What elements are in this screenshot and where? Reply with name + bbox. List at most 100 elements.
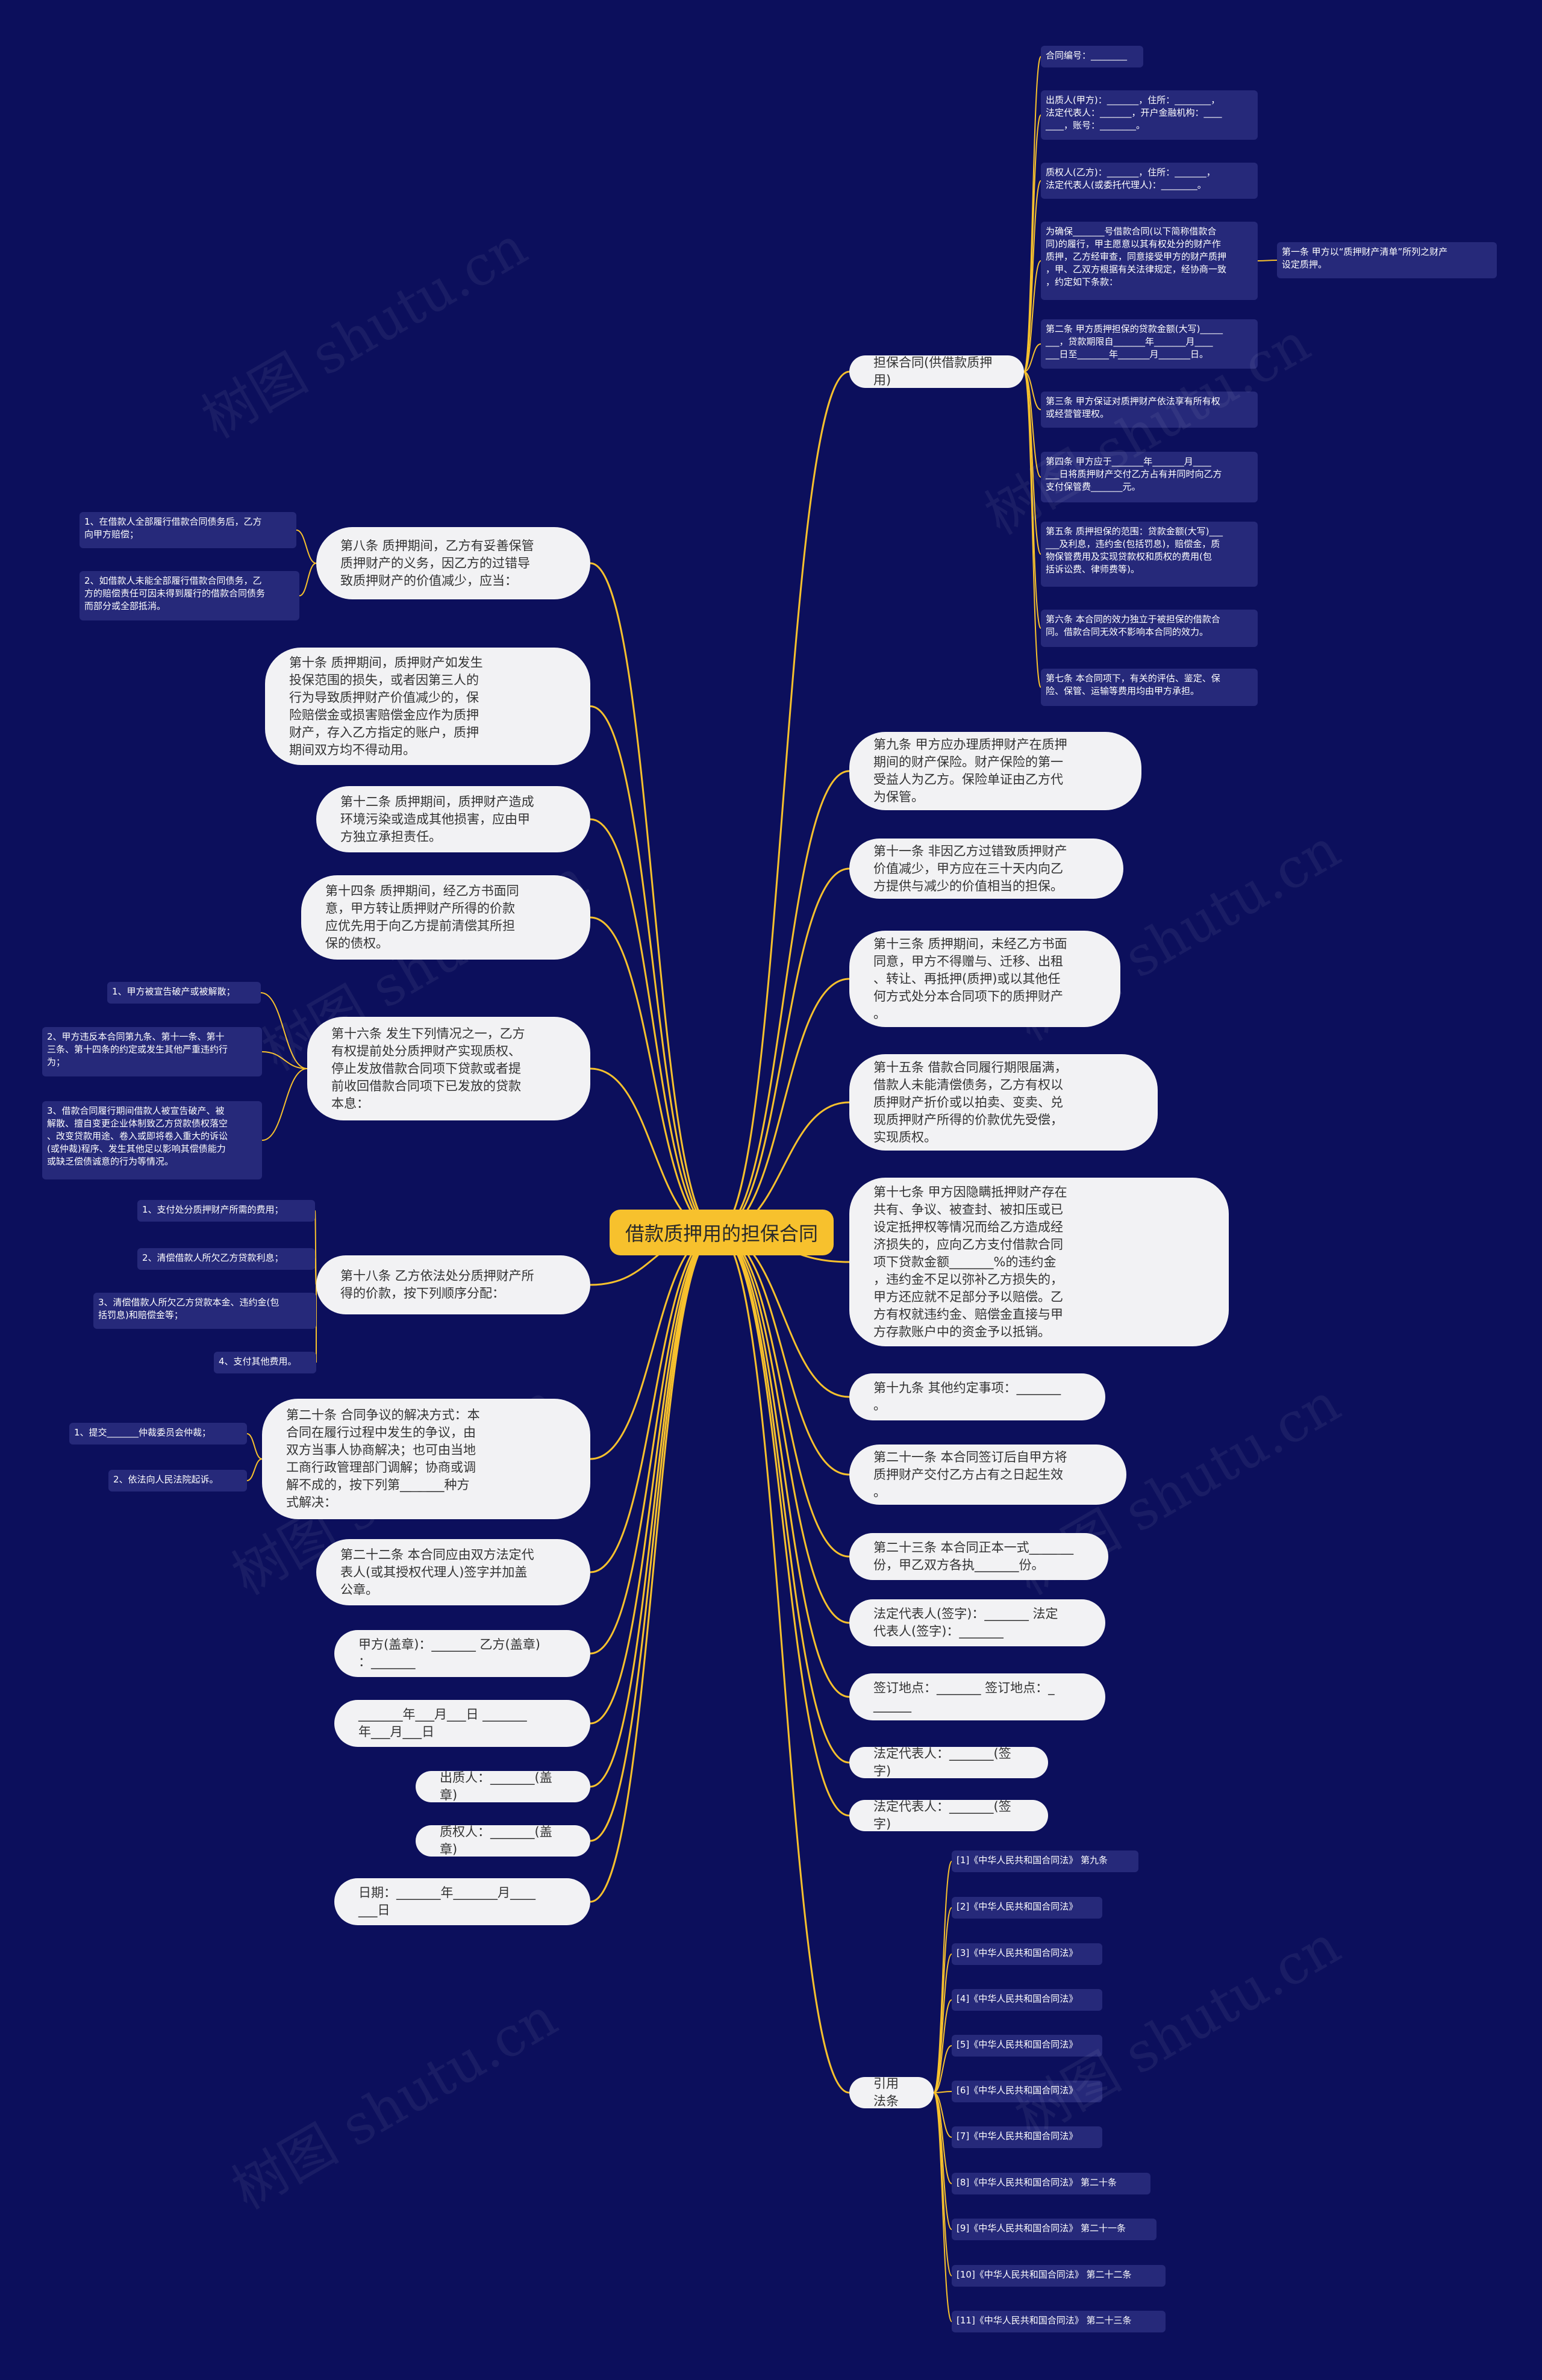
leaf-first-clause[interactable]: 第一条 甲方以“质押财产清单”所列之财产 设定质押。 <box>1277 242 1497 278</box>
topic-r9[interactable]: 法定代表人(签字)：_______ 法定 代表人(签字)：_______ <box>849 1599 1105 1646</box>
leaf-l5-1[interactable]: 2、清偿借款人所欠乙方贷款利息； <box>137 1248 315 1270</box>
connector-line <box>716 978 850 1234</box>
leaf-l5-2[interactable]: 3、清偿借款人所欠乙方贷款本金、违约金(包 括罚息)和赔偿金等； <box>93 1293 316 1329</box>
topic-r5[interactable]: 第十七条 甲方因隐瞒抵押财产存在 共有、争议、被查封、被扣压或已 设定抵押权等情… <box>849 1178 1229 1346</box>
leaf-connector-line <box>933 1999 952 2093</box>
topic-r6-label: 第十九条 其他约定事项：_______ 。 <box>873 1381 1061 1413</box>
topic-r9-label: 法定代表人(签字)：_______ 法定 代表人(签字)：_______ <box>873 1607 1058 1638</box>
topic-l4[interactable]: 第十六条 发生下列情况之一，乙方 有权提前处分质押财产实现质权、 停止发放借款合… <box>307 1017 590 1120</box>
leaf-connector-line <box>1023 371 1041 688</box>
leaf-connector-line <box>1023 56 1041 372</box>
topic-r0[interactable]: 担保合同(供借款质押用) <box>849 355 1024 388</box>
topic-r12[interactable]: 法定代表人：_______(签字) <box>849 1800 1048 1831</box>
leaf-r0-1[interactable]: 出质人(甲方)：_______，住所：________， 法定代表人：_____… <box>1041 90 1258 140</box>
leaf-connector-line <box>933 2092 952 2230</box>
leaf-r0-7[interactable]: 第五条 质押担保的范围：贷款金额(大写)___ ___及利息，违约金(包括罚息)… <box>1041 522 1258 587</box>
topic-r7[interactable]: 第二十一条 本合同签订后自甲方将 质押财产交付乙方占有之日起生效 。 <box>849 1445 1126 1505</box>
leaf-r13-4[interactable]: [5]《中华人民共和国合同法》 <box>952 2035 1102 2057</box>
topic-l4-label: 第十六条 发生下列情况之一，乙方 有权提前处分质押财产实现质权、 停止发放借款合… <box>331 1026 525 1111</box>
leaf-connector-line <box>1023 371 1041 555</box>
leaf-l6-0[interactable]: 1、提交_______仲裁委员会仲裁； <box>69 1423 247 1445</box>
topic-l3[interactable]: 第十四条 质押期间，经乙方书面同 意，甲方转让质押财产所得的价款 应优先用于向乙… <box>301 875 590 960</box>
leaf-connector-line <box>1023 343 1041 372</box>
leaf-r13-7[interactable]: [8]《中华人民共和国合同法》 第二十条 <box>952 2173 1150 2194</box>
leaf-l0-1[interactable]: 2、如借款人未能全部履行借款合同债务，乙 方的赔偿责任可因未得到履行的借款合同债… <box>80 571 299 620</box>
topic-l0-label: 第八条 质押期间，乙方有妥善保管 质押财产的义务，因乙方的过错导 致质押财产的价… <box>340 538 534 588</box>
leaf-r0-2[interactable]: 质权人(乙方)：_______，住所：_______， 法定代表人(或委托代理人… <box>1041 163 1258 199</box>
leaf-r13-0[interactable]: [1]《中华人民共和国合同法》 第九条 <box>952 1851 1138 1872</box>
topic-l2[interactable]: 第十二条 质押期间，质押财产造成 环境污染或造成其他损害，应由甲 方独立承担责任… <box>316 786 590 852</box>
topic-r6[interactable]: 第十九条 其他约定事项：_______ 。 <box>849 1373 1105 1420</box>
leaf-r0-9[interactable]: 第七条 本合同项下，有关的评估、鉴定、保 险、保管、运输等费用均由甲方承担。 <box>1041 669 1258 706</box>
leaf-r13-10[interactable]: [11]《中华人民共和国合同法》 第二十三条 <box>952 2311 1166 2332</box>
connector-line <box>716 867 850 1234</box>
leaf-connector-line <box>261 1051 308 1069</box>
topic-r10[interactable]: 签订地点：_______ 签订地点：_ ______ <box>849 1673 1105 1720</box>
topic-r2[interactable]: 第十一条 非因乙方过错致质押财产 价值减少，甲方应在三十天内向乙 方提供与减少的… <box>849 839 1123 899</box>
connector-line <box>716 1231 850 1558</box>
topic-l10[interactable]: 出质人：_______(盖章) <box>416 1771 590 1802</box>
topic-r4[interactable]: 第十五条 借款合同履行期限届满， 借款人未能清偿债务，乙方有权以 质押财产折价或… <box>849 1054 1158 1151</box>
leaf-r13-2[interactable]: [3]《中华人民共和国合同法》 <box>952 1943 1102 1965</box>
topic-r11-label: 法定代表人：_______(签字) <box>873 1747 1011 1778</box>
topic-r8[interactable]: 第二十三条 本合同正本一式_______ 份，甲乙双方各执_______份。 <box>849 1533 1108 1580</box>
leaf-l4-1[interactable]: 2、甲方违反本合同第九条、第十一条、第十 三条、第十四条的约定或发生其他严重违约… <box>42 1027 262 1076</box>
leaf-r13-9[interactable]: [10]《中华人民共和国合同法》 第二十二条 <box>952 2265 1166 2287</box>
leaf-r13-1[interactable]: [2]《中华人民共和国合同法》 <box>952 1897 1102 1919</box>
leaf-r13-6[interactable]: [7]《中华人民共和国合同法》 <box>952 2126 1102 2148</box>
connector-line <box>590 705 717 1234</box>
connector-line <box>590 1231 717 1460</box>
leaf-l6-1[interactable]: 2、依法向人民法院起诉。 <box>108 1470 247 1491</box>
leaf-connector-line <box>1257 260 1278 261</box>
topic-l7[interactable]: 第二十二条 本合同应由双方法定代 表人(或其授权代理人)签字并加盖 公章。 <box>316 1539 590 1605</box>
connector-line <box>590 1231 717 1573</box>
leaf-r13-8[interactable]: [9]《中华人民共和国合同法》 第二十一条 <box>952 2219 1156 2240</box>
topic-l0[interactable]: 第八条 质押期间，乙方有妥善保管 质押财产的义务，因乙方的过错导 致质押财产的价… <box>316 527 590 599</box>
topic-r2-label: 第十一条 非因乙方过错致质押财产 价值减少，甲方应在三十天内向乙 方提供与减少的… <box>873 843 1067 893</box>
leaf-r0-5[interactable]: 第三条 甲方保证对质押财产依法享有所有权 或经营管理权。 <box>1041 392 1258 428</box>
topic-r7-label: 第二十一条 本合同签订后自甲方将 质押财产交付乙方占有之日起生效 。 <box>873 1449 1067 1499</box>
topic-l6[interactable]: 第二十条 合同争议的解决方式：本 合同在履行过程中发生的争议，由 双方当事人协商… <box>262 1399 590 1519</box>
leaf-r0-0[interactable]: 合同编号：________ <box>1041 46 1143 67</box>
leaf-connector-line <box>1023 180 1041 372</box>
topic-l5[interactable]: 第十八条 乙方依法处分质押财产所 得的价款，按下列顺序分配： <box>316 1255 590 1314</box>
connector-line <box>590 1231 717 1903</box>
topic-r3-label: 第十三条 质押期间，未经乙方书面 同意，甲方不得赠与、迁移、出租 、转让、再抵押… <box>873 936 1067 1021</box>
topic-l1-label: 第十条 质押期间，质押财产如发生 投保范围的损失，或者因第三人的 行为导致质押财… <box>289 655 483 757</box>
leaf-connector-line <box>1023 114 1041 372</box>
connector-line <box>716 1231 850 1698</box>
root-topic[interactable]: 借款质押用的担保合同 <box>610 1210 834 1255</box>
connector-line <box>590 562 717 1234</box>
leaf-connector-line <box>933 1954 952 2093</box>
leaf-connector-line <box>1023 260 1041 372</box>
connector-line <box>590 818 717 1234</box>
leaf-l4-2[interactable]: 3、借款合同履行期间借款人被宣告破产、被 解散、擅自变更企业体制致乙方贷款债权落… <box>42 1101 262 1179</box>
connector-line <box>590 1231 717 1655</box>
topic-r13[interactable]: 引用法条 <box>849 2077 934 2108</box>
leaf-r0-6[interactable]: 第四条 甲方应于_______年_______月____ ___日将质押财产交付… <box>1041 452 1258 502</box>
topic-l9[interactable]: _______年___月___日 _______ 年___月___日 <box>334 1700 590 1747</box>
leaf-connector-line <box>261 1068 308 1141</box>
topic-l1[interactable]: 第十条 质押期间，质押财产如发生 投保范围的损失，或者因第三人的 行为导致质押财… <box>265 648 590 765</box>
topic-l11[interactable]: 质权人：_______(盖章) <box>416 1825 590 1857</box>
topic-l8[interactable]: 甲方(盖章)：_______ 乙方(盖章) ：_______ <box>334 1630 590 1677</box>
leaf-r0-4[interactable]: 第二条 甲方质押担保的贷款金额(大写)_____ ___，贷款期限自______… <box>1041 319 1258 369</box>
connector-line <box>590 1231 717 1725</box>
topic-l12[interactable]: 日期：_______年_______月____ ___日 <box>334 1878 590 1925</box>
leaf-r13-5[interactable]: [6]《中华人民共和国合同法》 <box>952 2081 1102 2102</box>
topic-r3[interactable]: 第十三条 质押期间，未经乙方书面 同意，甲方不得赠与、迁移、出租 、转让、再抵押… <box>849 931 1120 1027</box>
leaf-r0-8[interactable]: 第六条 本合同的效力独立于被担保的借款合 同。借款合同无效不影响本合同的效力。 <box>1041 610 1258 647</box>
leaf-l4-0[interactable]: 1、甲方被宣告破产或被解散； <box>107 982 261 1004</box>
topic-r1[interactable]: 第九条 甲方应办理质押财产在质押 期间的财产保险。财产保险的第一 受益人为乙方。… <box>849 732 1141 810</box>
leaf-r0-3[interactable]: 为确保_______号借款合同(以下简称借款合 同)的履行，甲主愿意以其有权处分… <box>1041 222 1258 300</box>
leaf-l5-0[interactable]: 1、支付处分质押财产所需的费用； <box>137 1200 315 1222</box>
connector-line <box>590 1231 717 1788</box>
leaf-l5-3[interactable]: 4、支付其他费用。 <box>214 1352 316 1373</box>
connector-line <box>590 916 717 1234</box>
leaf-connector-line <box>933 2045 952 2093</box>
leaf-l0-0[interactable]: 1、在借款人全部履行借款合同债务后，乙方 向甲方赔偿； <box>80 512 296 548</box>
leaf-r13-3[interactable]: [4]《中华人民共和国合同法》 <box>952 1989 1102 2011</box>
topic-r11[interactable]: 法定代表人：_______(签字) <box>849 1747 1048 1778</box>
leaf-connector-line <box>299 563 317 596</box>
